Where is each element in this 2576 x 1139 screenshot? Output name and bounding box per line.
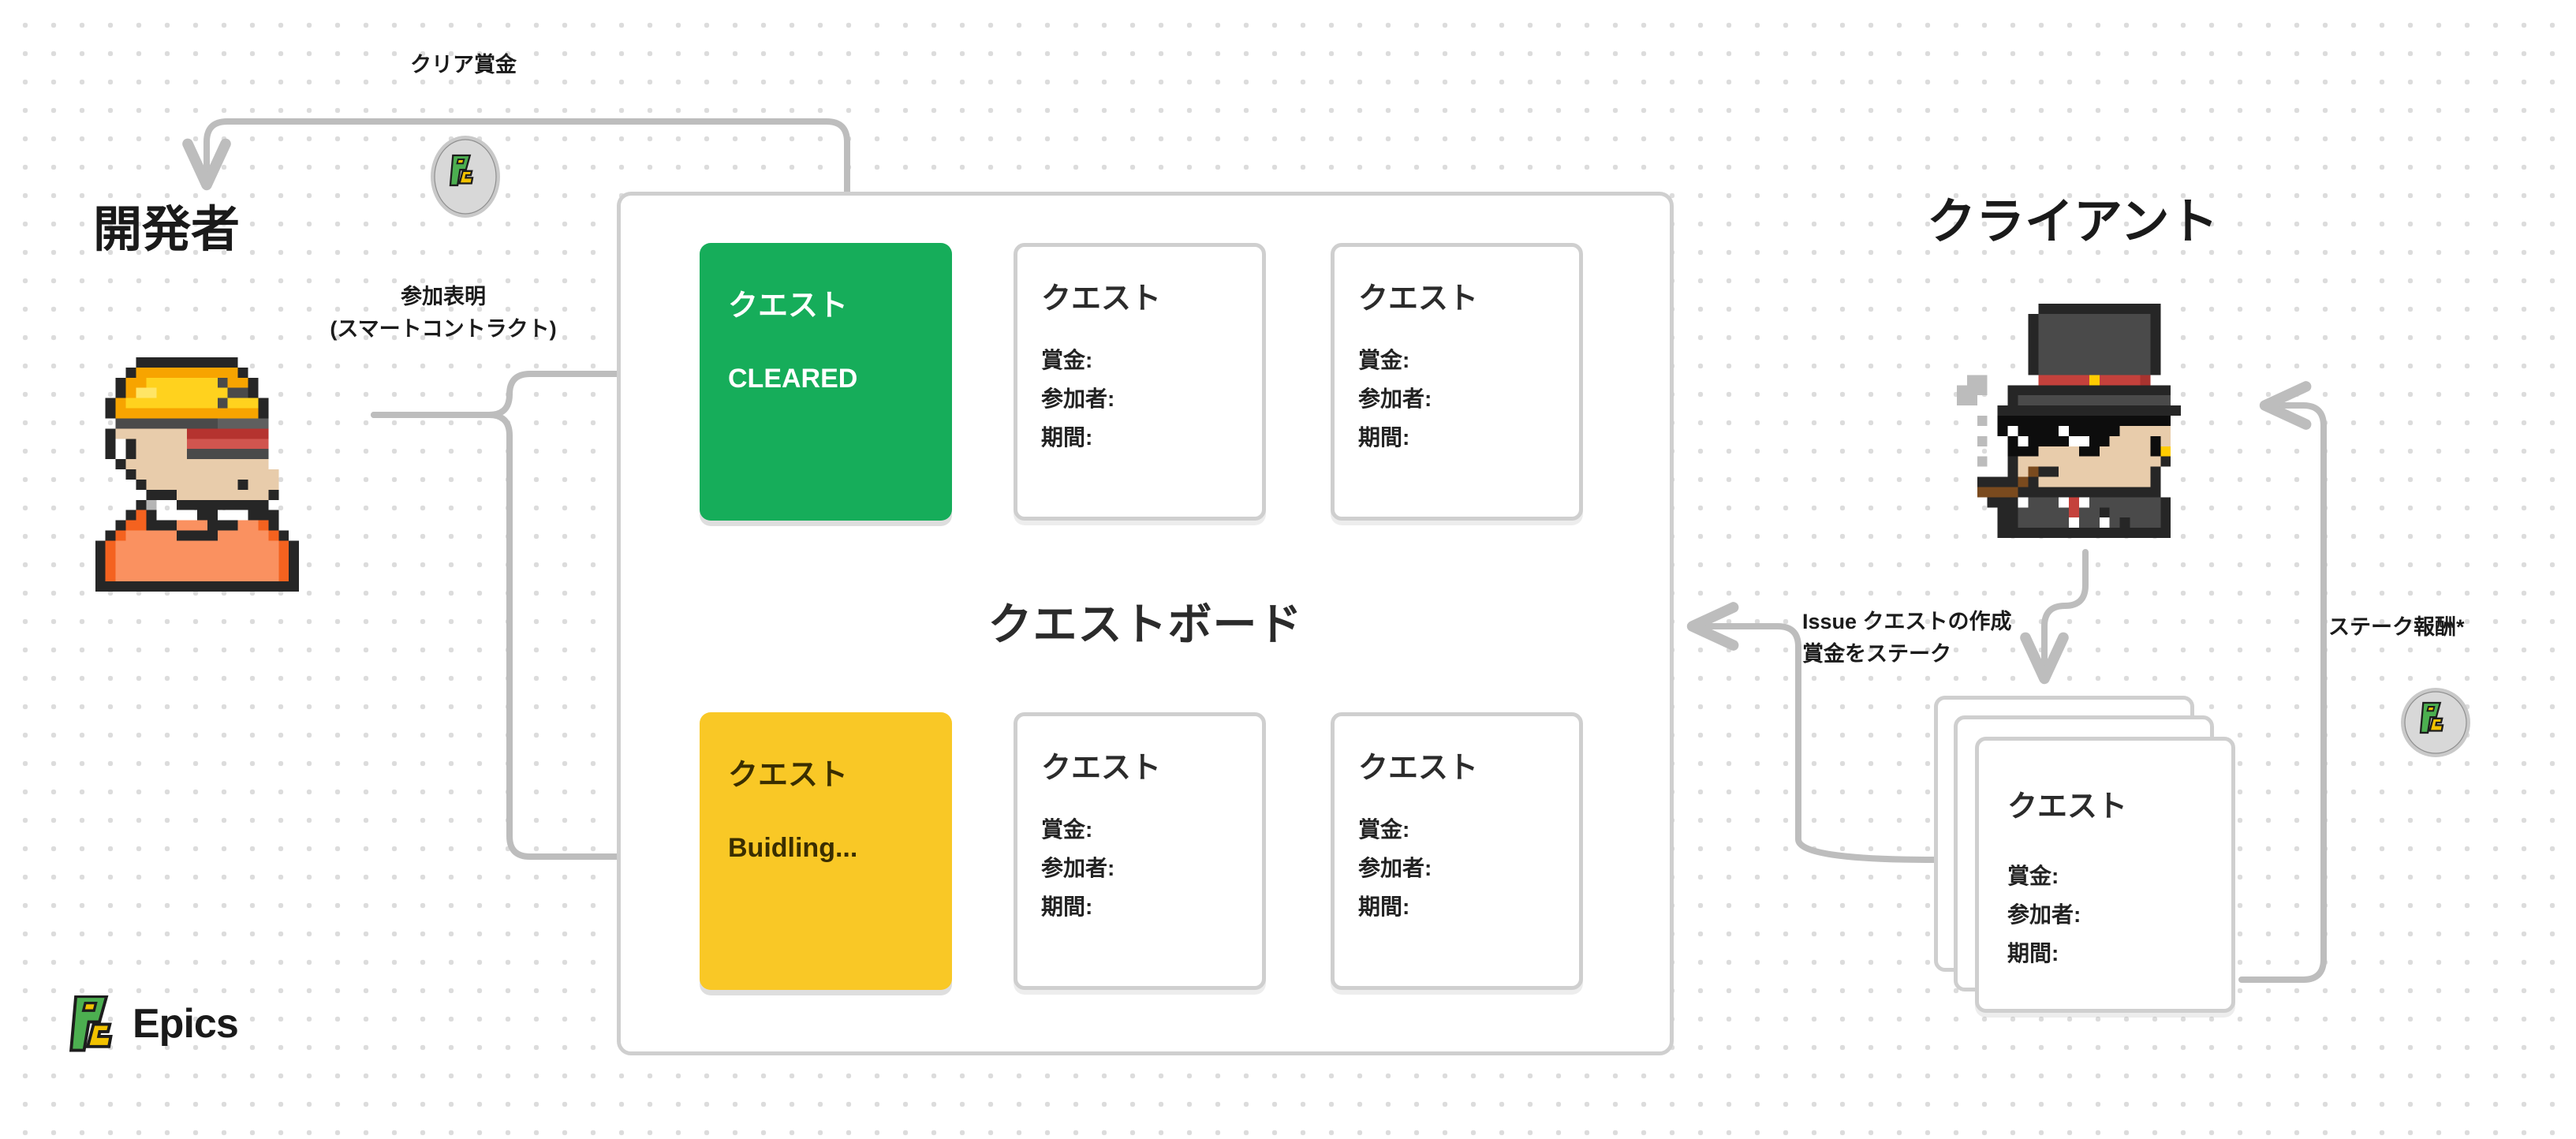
quest-card-status: CLEARED xyxy=(728,364,858,394)
label-join-line2: (スマートコントラクト) xyxy=(330,316,557,341)
quest-card-title: クエスト xyxy=(2007,790,2128,823)
developer-role-title: 開発者 xyxy=(93,203,241,257)
quest-card-meta: 賞金: 参加者: 期間: xyxy=(1041,341,1262,457)
quest-bounty-label: 賞金: xyxy=(2007,864,2059,888)
quest-board: クエストボード クエスト CLEARED クエスト 賞金: 参加者: 期間: ク… xyxy=(617,192,1674,1055)
quest-card-title: クエスト xyxy=(728,759,849,792)
stacked-quest-cards[interactable]: クエスト 賞金: 参加者: 期間: xyxy=(1934,696,2242,1027)
quest-card[interactable]: クエスト 賞金: 参加者: 期間: xyxy=(1014,243,1266,521)
epics-coin-icon xyxy=(431,136,500,218)
quest-row-top: クエスト CLEARED クエスト 賞金: 参加者: 期間: クエスト 賞金: … xyxy=(621,243,1670,527)
label-issue-line2: 賞金をステーク xyxy=(1802,641,1951,666)
quest-card-title: クエスト xyxy=(1358,282,1479,316)
quest-card-title: クエスト xyxy=(1041,282,1162,316)
arrow-stake-reward xyxy=(2238,381,2327,983)
epics-coin-icon xyxy=(2401,688,2470,757)
quest-participants-label: 参加者: xyxy=(1041,856,1115,880)
quest-row-bottom: クエスト Buidling... クエスト 賞金: 参加者: 期間: クエスト … xyxy=(621,712,1670,996)
quest-period-label: 期間: xyxy=(2007,941,2059,965)
quest-participants-label: 参加者: xyxy=(2007,902,2081,927)
label-stake-reward: ステーク報酬* xyxy=(2328,615,2465,639)
label-join-declaration: 参加表明 (スマートコントラクト) xyxy=(330,281,556,345)
quest-bounty-label: 賞金: xyxy=(1358,348,1410,372)
epics-logo-icon xyxy=(69,995,113,1052)
arrow-issue-create xyxy=(2020,549,2089,685)
quest-card[interactable]: クエスト 賞金: 参加者: 期間: xyxy=(1014,712,1266,990)
quest-bounty-label: 賞金: xyxy=(1358,817,1410,842)
quest-card-meta: 賞金: 参加者: 期間: xyxy=(2007,857,2231,973)
quest-card-building[interactable]: クエスト Buidling... xyxy=(700,712,952,990)
developer-pixel-avatar-icon xyxy=(95,357,300,592)
brand-name: Epics xyxy=(133,1001,239,1047)
label-clear-reward: クリア賞金 xyxy=(410,53,517,77)
label-issue-line1: Issue クエストの作成 xyxy=(1802,610,2012,633)
quest-card-meta: 賞金: 参加者: 期間: xyxy=(1358,810,1579,926)
quest-card-cleared[interactable]: クエスト CLEARED xyxy=(700,243,952,521)
quest-period-label: 期間: xyxy=(1358,425,1410,450)
client-role-title: クライアント xyxy=(1927,195,2219,249)
quest-bounty-label: 賞金: xyxy=(1041,348,1093,372)
quest-card[interactable]: クエスト 賞金: 参加者: 期間: xyxy=(1331,243,1583,521)
label-join-line1: 参加表明 xyxy=(401,285,486,308)
quest-card-meta: 賞金: 参加者: 期間: xyxy=(1358,341,1579,457)
label-issue-creation: Issue クエストの作成 賞金をステーク xyxy=(1802,606,2012,670)
quest-card-meta: 賞金: 参加者: 期間: xyxy=(1041,810,1262,926)
quest-card-title: クエスト xyxy=(1358,752,1479,785)
client-pixel-avatar-icon xyxy=(1956,303,2182,538)
quest-card[interactable]: クエスト 賞金: 参加者: 期間: xyxy=(1331,712,1583,990)
quest-period-label: 期間: xyxy=(1358,894,1410,919)
quest-card-title: クエスト xyxy=(1041,752,1162,785)
quest-card-title: クエスト xyxy=(728,289,849,323)
quest-participants-label: 参加者: xyxy=(1041,387,1115,411)
quest-period-label: 期間: xyxy=(1041,425,1093,450)
quest-card-status: Buidling... xyxy=(728,833,858,863)
stacked-card-front[interactable]: クエスト 賞金: 参加者: 期間: xyxy=(1975,737,2235,1013)
quest-board-title: クエストボード xyxy=(987,599,1303,649)
brand-logo: Epics xyxy=(66,995,239,1052)
quest-participants-label: 参加者: xyxy=(1358,387,1432,411)
quest-participants-label: 参加者: xyxy=(1358,856,1432,880)
quest-bounty-label: 賞金: xyxy=(1041,817,1093,842)
quest-period-label: 期間: xyxy=(1041,894,1093,919)
